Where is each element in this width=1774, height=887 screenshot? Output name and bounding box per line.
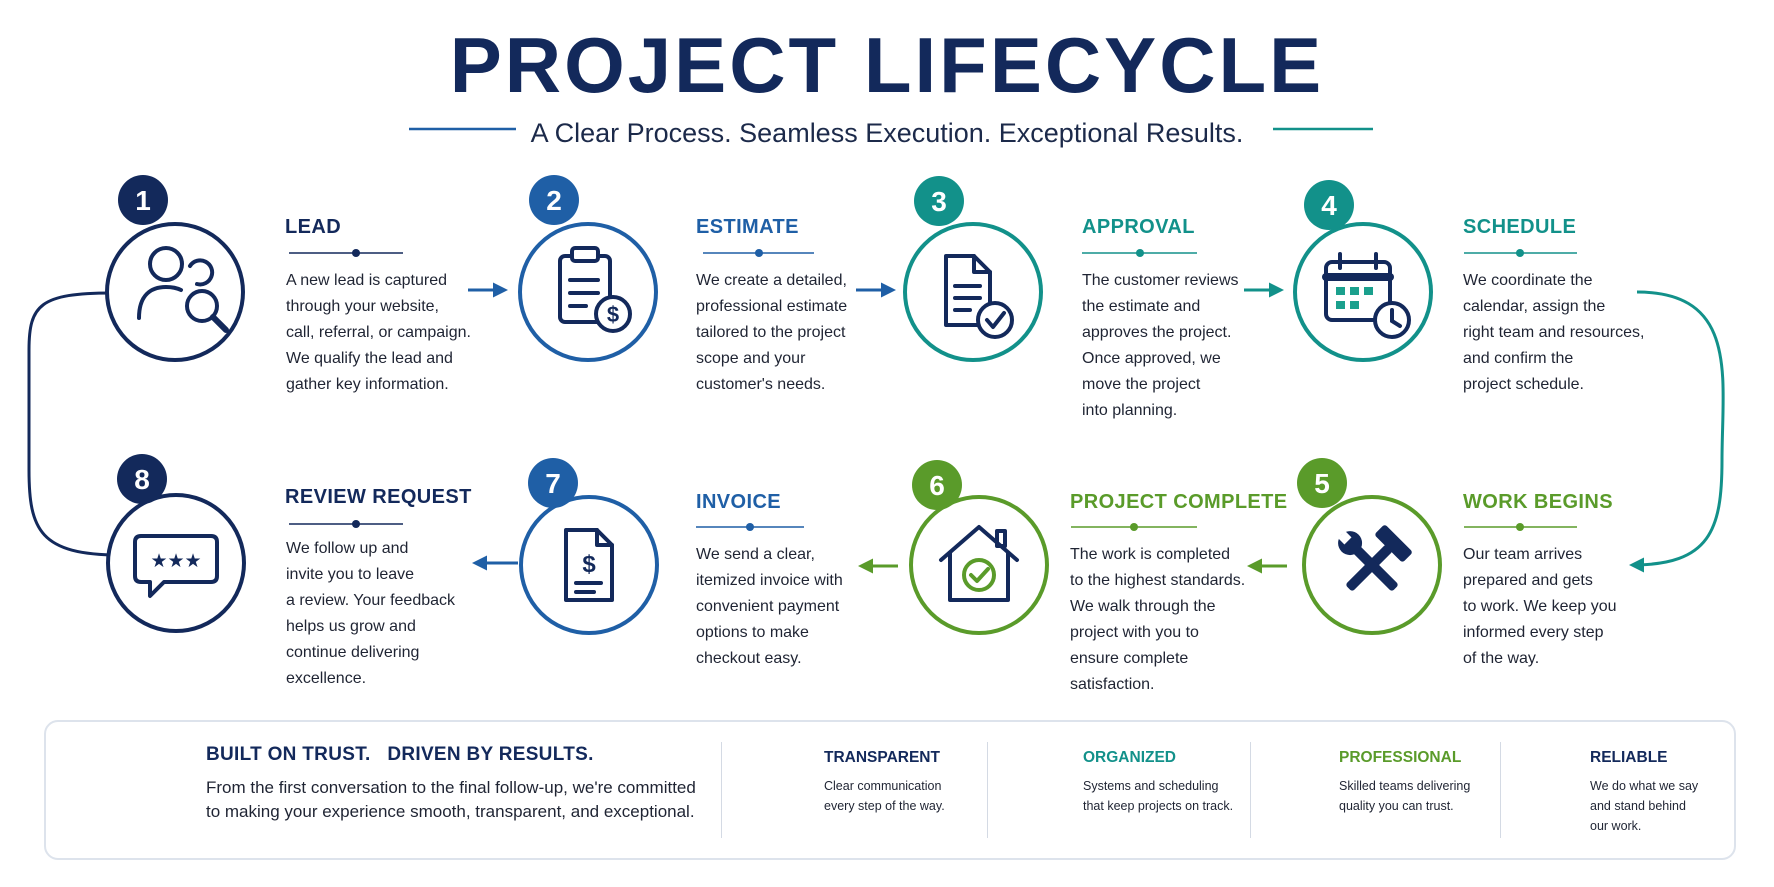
- step-desc-estimate: We create a detailed, professional estim…: [696, 272, 848, 393]
- connector-review-to-lead: [27, 291, 121, 557]
- hammer-wrench-icon: [1338, 525, 1412, 591]
- step-circle-6: [909, 495, 1049, 635]
- value-desc-organized: Systems and scheduling that keep project…: [1083, 779, 1234, 813]
- step-title-approval: APPROVAL: [1082, 216, 1195, 238]
- step-number-5: 5: [1314, 468, 1330, 499]
- step-title-lead: LEAD: [285, 216, 342, 238]
- document-check-icon: [944, 254, 1014, 339]
- page-title: PROJECT LIFECYCLE: [449, 21, 1325, 109]
- page-subtitle: A Clear Process. Seamless Execution. Exc…: [530, 118, 1244, 148]
- trust-text: From the first conversation to the final…: [206, 778, 696, 821]
- step-desc-lead: A new lead is captured through your webs…: [286, 272, 471, 393]
- step-circle-3: [903, 222, 1043, 362]
- step-desc-work-begins: Our team arrives prepared and gets to wo…: [1463, 546, 1617, 667]
- step-desc-invoice: We send a clear, itemized invoice with c…: [696, 546, 843, 667]
- step-desc-approval: The customer reviews the estimate and ap…: [1082, 272, 1239, 419]
- trust-heading: BUILT ON TRUST. DRIVEN BY RESULTS.: [206, 744, 594, 765]
- step-number-6: 6: [929, 470, 945, 501]
- value-desc-professional: Skilled teams delivering quality you can…: [1339, 779, 1471, 813]
- divider: [721, 742, 722, 838]
- step-title-project-complete: PROJECT COMPLETE: [1070, 491, 1288, 513]
- calendar-clock-icon: [1322, 252, 1394, 322]
- divider: [1250, 742, 1251, 838]
- value-desc-reliable: We do what we say and stand behind our w…: [1590, 779, 1699, 833]
- user-search-icon: [137, 246, 229, 333]
- step-circle-4: [1293, 222, 1433, 362]
- clipboard-dollar-icon: [558, 246, 632, 333]
- value-title-professional: PROFESSIONAL: [1339, 749, 1462, 766]
- divider: [1500, 742, 1501, 838]
- step-underlines: [289, 249, 1577, 531]
- step-title-invoice: INVOICE: [696, 491, 782, 513]
- step-circle-7: [519, 495, 659, 635]
- connector-schedule-to-work-begins: [1629, 290, 1725, 573]
- value-title-reliable: RELIABLE: [1590, 749, 1668, 766]
- step-desc-project-complete: The work is completed to the highest sta…: [1070, 546, 1246, 693]
- step-number-4: 4: [1321, 190, 1337, 221]
- calendar-cells: [1336, 287, 1373, 309]
- value-title-organized: ORGANIZED: [1083, 749, 1176, 766]
- divider: [987, 742, 988, 838]
- value-desc-transparent: Clear communication every step of the wa…: [824, 779, 945, 813]
- dollar-glyph-invoice: $: [582, 551, 596, 578]
- step-circle-1: [105, 222, 245, 362]
- step-title-review-request: REVIEW REQUEST: [285, 486, 472, 508]
- value-title-transparent: TRANSPARENT: [824, 749, 940, 766]
- invoice-dollar-icon: [564, 528, 614, 602]
- trust-panel: [44, 720, 1736, 860]
- step-title-work-begins: WORK BEGINS: [1463, 491, 1613, 513]
- step-desc-review-request: We follow up and invite you to leave a r…: [286, 540, 456, 687]
- svg-text:★★★: ★★★: [150, 550, 201, 572]
- step-number-3: 3: [931, 186, 947, 217]
- step-desc-schedule: We coordinate the calendar, assign the r…: [1463, 272, 1645, 393]
- house-check-icon: [939, 525, 1019, 602]
- dollar-glyph-estimate: $: [607, 302, 619, 327]
- step-title-estimate: ESTIMATE: [696, 216, 799, 238]
- step-number-8: 8: [134, 464, 150, 495]
- step-number-2: 2: [546, 185, 562, 216]
- step-title-schedule: SCHEDULE: [1463, 216, 1577, 238]
- speech-bubble-stars-icon: ★★★: [133, 534, 219, 598]
- step-badges: [117, 175, 1354, 510]
- step-number-1: 1: [135, 185, 151, 216]
- step-number-7: 7: [545, 468, 561, 499]
- step-circle-8: [106, 493, 246, 633]
